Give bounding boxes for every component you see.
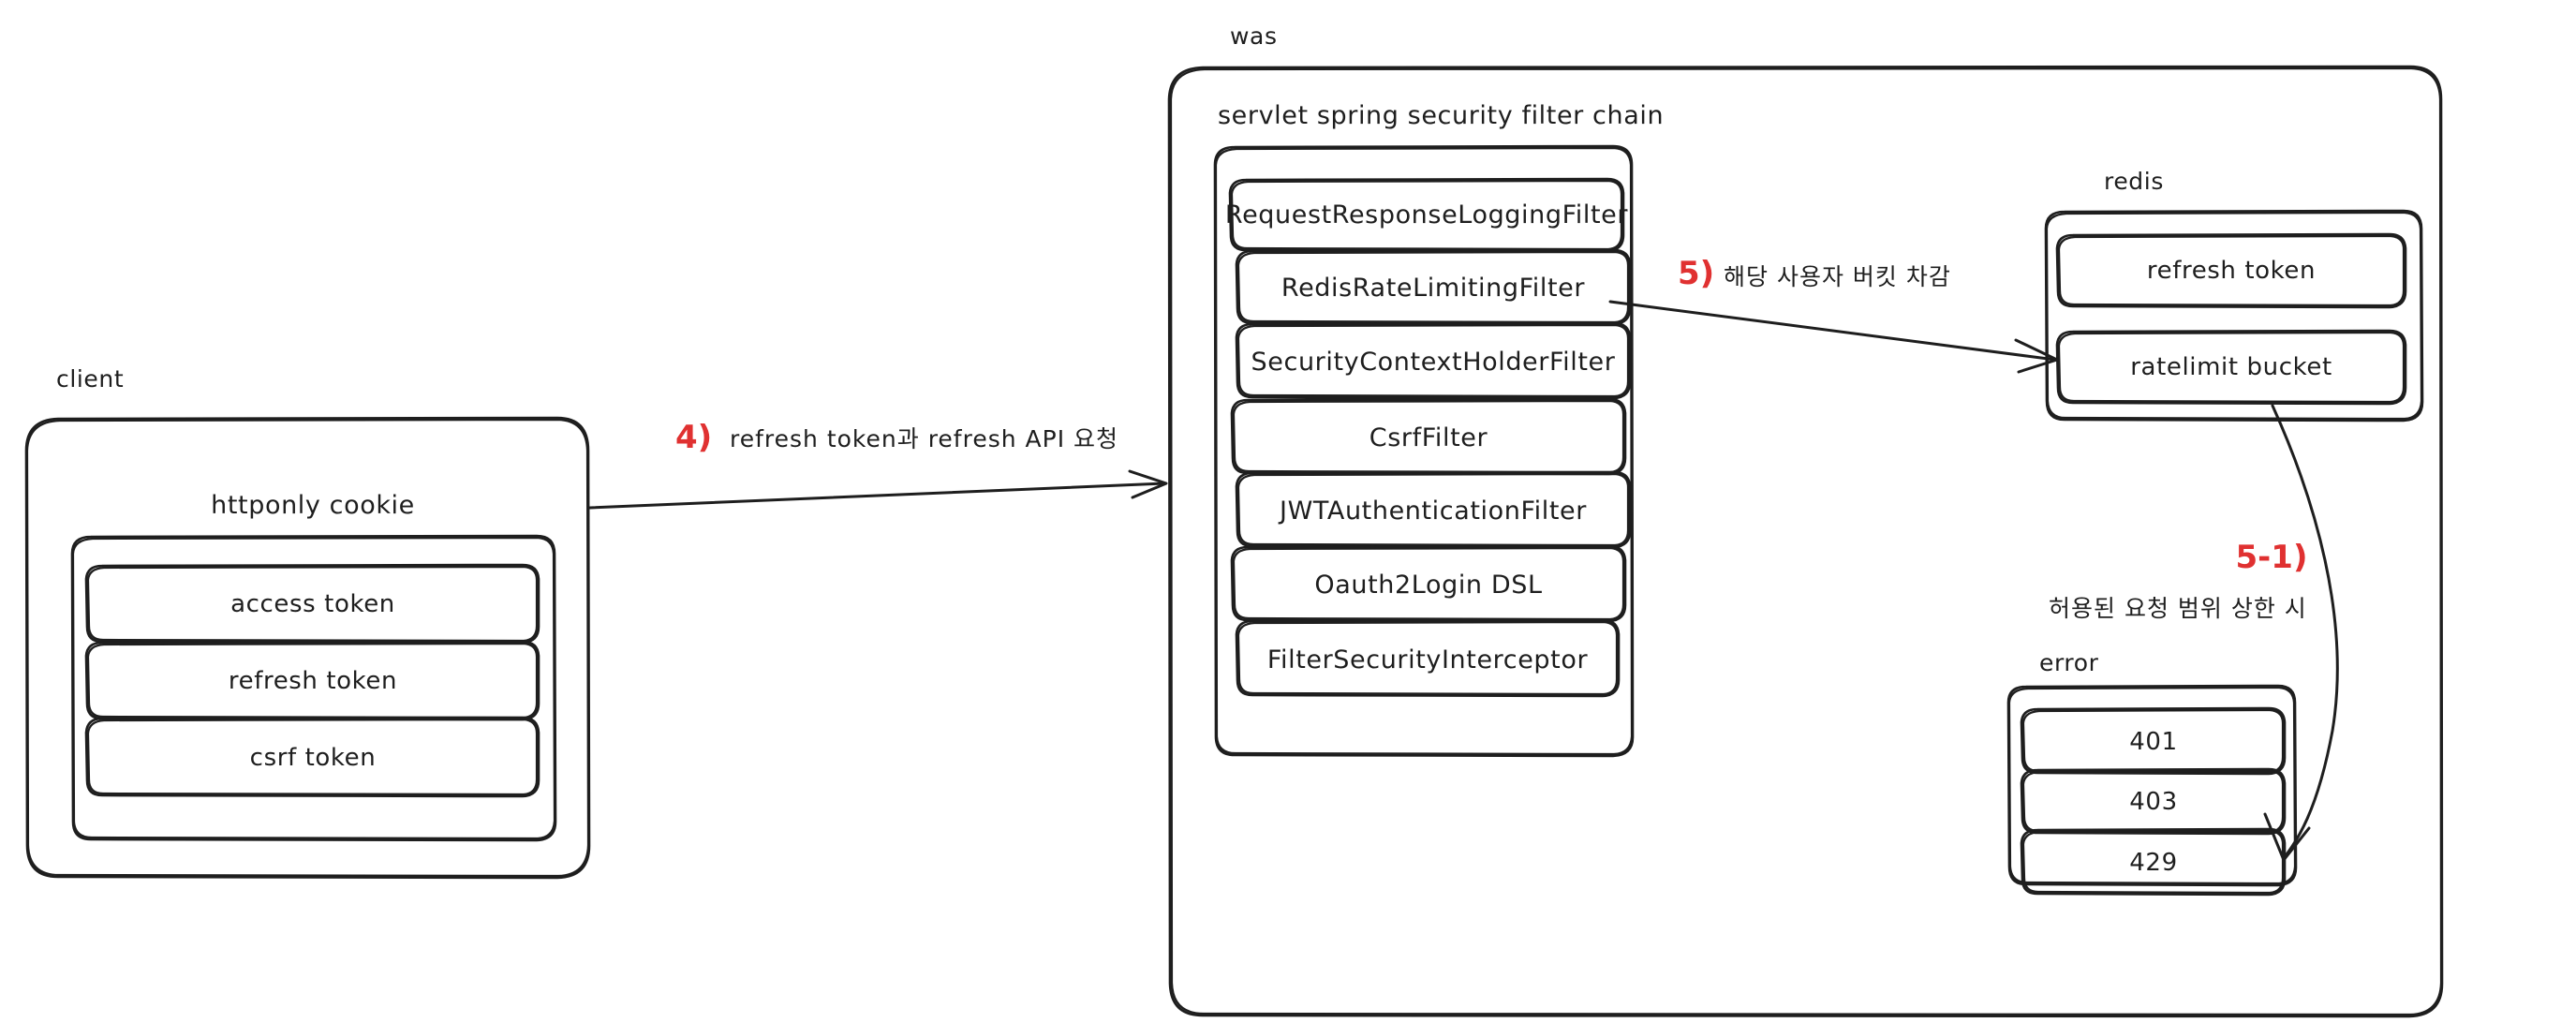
client-box-stroke <box>24 416 591 880</box>
token-refresh[interactable]: refresh token <box>228 667 398 695</box>
error-caption: error <box>2039 649 2099 676</box>
was-caption: was <box>1230 22 1278 50</box>
error-429[interactable]: 429 <box>2129 849 2178 877</box>
redis-refresh-token[interactable]: refresh token <box>2146 257 2317 285</box>
step-5-1-text: 허용된 요청 범위 상한 시 <box>2049 595 2307 622</box>
client-caption: client <box>56 365 125 393</box>
filter-security-context-holder[interactable]: SecurityContextHolderFilter <box>1251 348 1616 377</box>
arrow-ratelimit-to-429 <box>2263 404 2339 862</box>
filter-redis-rate-limiting[interactable]: RedisRateLimitingFilter <box>1281 274 1586 303</box>
filter-request-response-logging[interactable]: RequestResponseLoggingFilter <box>1224 200 1629 230</box>
step-5-text: 해당 사용자 버킷 차감 <box>1724 263 1951 290</box>
redis-caption: redis <box>2104 168 2164 195</box>
filter-oauth2-login-dsl[interactable]: Oauth2Login DSL <box>1314 571 1543 600</box>
error-401[interactable]: 401 <box>2129 728 2178 756</box>
arrow-filter-to-ratelimit-bucket <box>1608 300 2059 374</box>
filter-security-interceptor[interactable]: FilterSecurityInterceptor <box>1266 645 1589 675</box>
token-csrf[interactable]: csrf token <box>249 744 377 772</box>
filter-jwt-authentication[interactable]: JWTAuthenticationFilter <box>1280 497 1587 526</box>
httponly-cookie-label: httponly cookie <box>211 491 415 520</box>
redis-ratelimit-bucket[interactable]: ratelimit bucket <box>2130 353 2332 381</box>
token-access[interactable]: access token <box>230 590 395 618</box>
step-5-number: 5) <box>1678 255 1715 292</box>
step-5-1-number: 5-1) <box>2235 539 2308 576</box>
step-4-number: 4) <box>675 419 713 456</box>
filter-chain-label: servlet spring security filter chain <box>1218 101 1665 130</box>
redis-group-stroke <box>2044 209 2424 423</box>
step-4-text: refresh token과 refresh API 요청 <box>730 425 1119 452</box>
error-403[interactable]: 403 <box>2129 788 2178 816</box>
arrow-client-to-was <box>588 469 1168 510</box>
filter-csrf[interactable]: CsrfFilter <box>1369 423 1488 452</box>
